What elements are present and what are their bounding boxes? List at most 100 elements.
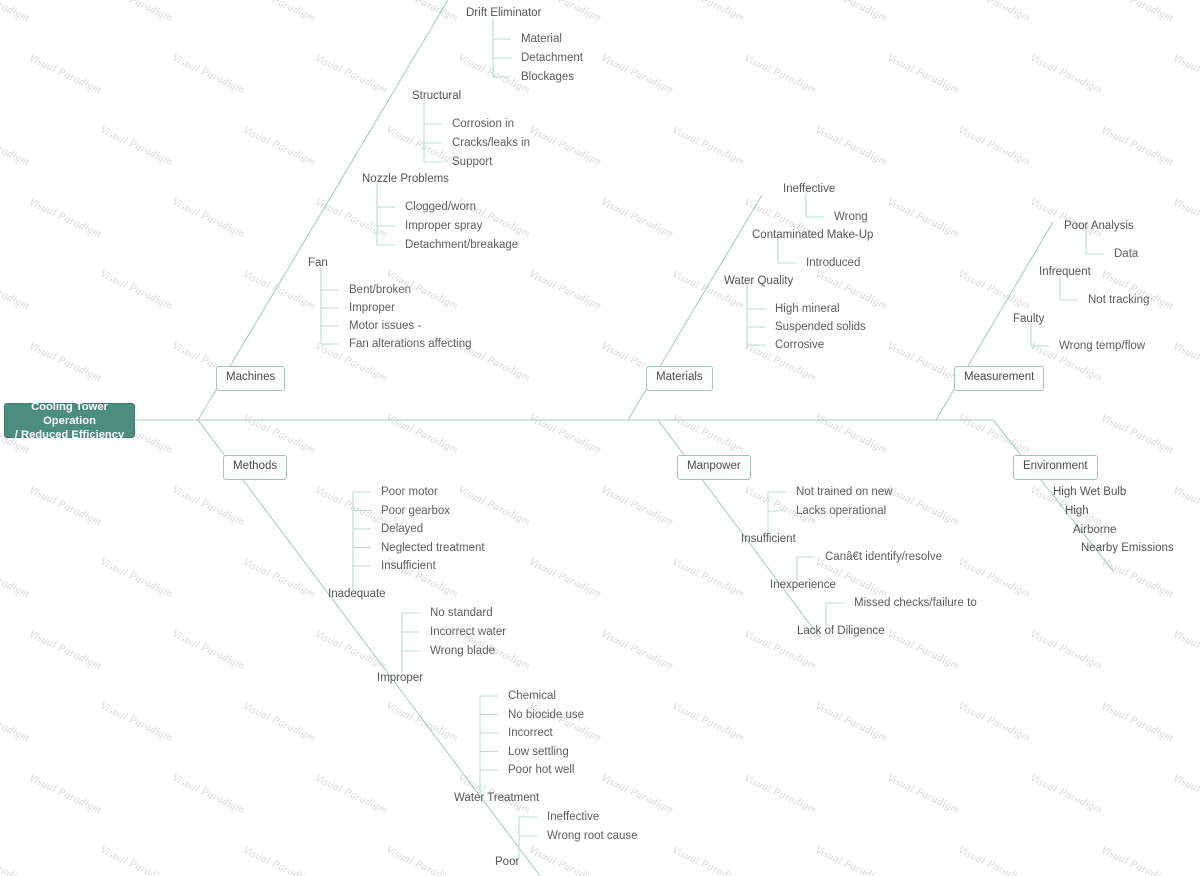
cause-label[interactable]: Poor Analysis	[1064, 220, 1134, 233]
subcause-label[interactable]: Support	[452, 156, 493, 169]
cause-text: High	[1065, 505, 1089, 517]
subcause-text: Suspended solids	[775, 321, 866, 333]
subcause-label[interactable]: Motor issues -	[349, 320, 421, 333]
subcause-label[interactable]: Incorrect	[508, 727, 553, 740]
subcause-text: Fan alterations affecting	[349, 338, 472, 350]
subcause-text: Bent/broken	[349, 284, 412, 296]
cause-text: High Wet Bulb	[1053, 486, 1127, 498]
category-box-manpower[interactable]: Manpower	[677, 455, 751, 480]
subcause-label[interactable]: Improper	[349, 302, 395, 315]
subcause-label[interactable]: Poor hot well	[508, 764, 575, 777]
cause-text: Structural	[412, 90, 462, 102]
subcause-label[interactable]: Canâ€t identify/resolve	[825, 551, 942, 564]
subcause-text: Missed checks/failure to	[854, 597, 977, 609]
cause-label[interactable]: Poor	[495, 856, 520, 869]
subcause-label[interactable]: Data	[1114, 248, 1138, 261]
cause-label[interactable]: Water Quality	[724, 275, 793, 288]
subcause-label[interactable]: Wrong blade	[430, 645, 495, 658]
category-label: Measurement	[964, 371, 1035, 383]
subcause-label[interactable]: Detachment/breakage	[405, 239, 519, 252]
subcause-label[interactable]: Not tracking	[1088, 294, 1150, 307]
cause-text: Nearby Emissions	[1081, 542, 1174, 554]
subcause-label[interactable]: Material	[521, 33, 562, 46]
cause-label[interactable]: Structural	[412, 90, 462, 103]
subcause-label[interactable]: Insufficient	[381, 560, 436, 573]
cause-label[interactable]: Lack of Diligence	[797, 625, 885, 638]
subcause-label[interactable]: Wrong temp/flow	[1059, 340, 1145, 353]
subcause-label[interactable]: Delayed	[381, 523, 423, 536]
cause-label[interactable]: Improper	[377, 672, 424, 685]
cause-label[interactable]: Water Treatment	[454, 792, 540, 805]
subcause-text: Not trained on new	[796, 486, 893, 498]
cause-text: Poor	[495, 856, 520, 868]
cause-label[interactable]: Insufficient	[741, 533, 796, 546]
cause-text: Infrequent	[1039, 266, 1091, 278]
subcause-text: Incorrect water	[430, 626, 507, 638]
cause-label[interactable]: Contaminated Make-Up	[752, 229, 874, 242]
subcause-label[interactable]: No biocide use	[508, 709, 584, 722]
subcause-label[interactable]: Not trained on new	[796, 486, 893, 499]
cause-text: Poor Analysis	[1064, 220, 1134, 232]
subcause-label[interactable]: Ineffective	[547, 811, 600, 824]
subcause-text: Neglected treatment	[381, 541, 485, 554]
subcause-label[interactable]: Corrosive	[775, 339, 824, 352]
subcause-text: Poor hot well	[508, 764, 575, 776]
category-box-measurement[interactable]: Measurement	[954, 366, 1045, 391]
subcause-label[interactable]: Missed checks/failure to	[854, 597, 977, 610]
subcause-label[interactable]: Neglected treatment	[381, 541, 485, 555]
cause-label[interactable]: High Wet Bulb	[1053, 486, 1127, 499]
subcause-text: Detachment/breakage	[405, 239, 519, 251]
subcause-text: No standard	[430, 607, 493, 619]
cause-label[interactable]: Infrequent	[1039, 266, 1091, 279]
cause-label[interactable]: Fan	[308, 257, 328, 270]
cause-label[interactable]: High	[1065, 505, 1089, 518]
cause-label[interactable]: Drift Eliminator	[466, 7, 542, 20]
subcause-label[interactable]: Blockages	[521, 71, 574, 84]
cause-label[interactable]: Nearby Emissions	[1081, 542, 1174, 555]
category-box-materials[interactable]: Materials	[646, 366, 713, 391]
subcause-text: Support	[452, 156, 493, 168]
subcause-label[interactable]: Improper spray	[405, 220, 482, 233]
subcause-label[interactable]: Detachment	[521, 52, 583, 65]
problem-line-2: / Reduced Efficiency	[14, 428, 125, 441]
subcause-label[interactable]: Bent/broken	[349, 284, 412, 297]
cause-text: Drift Eliminator	[466, 7, 542, 19]
cause-text: Water Treatment	[454, 792, 540, 804]
subcause-label[interactable]: Suspended solids	[775, 321, 866, 334]
subcause-text: Ineffective	[547, 811, 600, 823]
problem-statement-box[interactable]: Cooling Tower Operation / Reduced Effici…	[4, 401, 135, 441]
subcause-label[interactable]: Fan alterations affecting	[349, 338, 472, 351]
subcause-text: Chemical	[508, 690, 556, 702]
cause-label[interactable]: Nozzle Problems	[362, 173, 449, 186]
subcause-text: Lacks operational	[796, 505, 887, 517]
subcause-label[interactable]: Wrong	[834, 211, 868, 224]
subcause-label[interactable]: Poor motor	[381, 486, 438, 499]
subcause-text: Incorrect	[508, 727, 553, 739]
subcause-label[interactable]: Cracks/leaks in	[452, 137, 530, 150]
category-box-machines[interactable]: Machines	[216, 366, 286, 391]
subcause-label[interactable]: High mineral	[775, 303, 840, 316]
subcause-label[interactable]: Poor gearbox	[381, 505, 450, 518]
subcause-label[interactable]: Wrong root cause	[547, 830, 638, 843]
cause-label[interactable]: Airborne	[1073, 524, 1116, 537]
subcause-label[interactable]: Low settling	[508, 746, 569, 759]
subcause-text: Not tracking	[1088, 294, 1150, 306]
subcause-label[interactable]: Chemical	[508, 690, 556, 703]
category-box-methods[interactable]: Methods	[223, 455, 288, 480]
cause-text: Ineffective	[783, 183, 836, 195]
cause-text: Contaminated Make-Up	[752, 229, 874, 241]
cause-label[interactable]: Inexperience	[770, 579, 836, 592]
category-box-environment[interactable]: Environment	[1013, 455, 1098, 480]
subcause-label[interactable]: Introduced	[806, 257, 860, 270]
subcause-label[interactable]: No standard	[430, 607, 493, 620]
cause-label[interactable]: Ineffective	[783, 183, 836, 196]
subcause-label[interactable]: Lacks operational	[796, 505, 887, 518]
subcause-label[interactable]: Clogged/worn	[405, 201, 476, 214]
cause-text: Improper	[377, 672, 424, 684]
cause-label[interactable]: Inadequate	[328, 588, 386, 601]
subcause-text: Insufficient	[381, 560, 436, 572]
cause-label[interactable]: Faulty	[1013, 313, 1044, 326]
subcause-label[interactable]: Incorrect water	[430, 626, 507, 639]
subcause-label[interactable]: Corrosion in	[452, 118, 514, 131]
